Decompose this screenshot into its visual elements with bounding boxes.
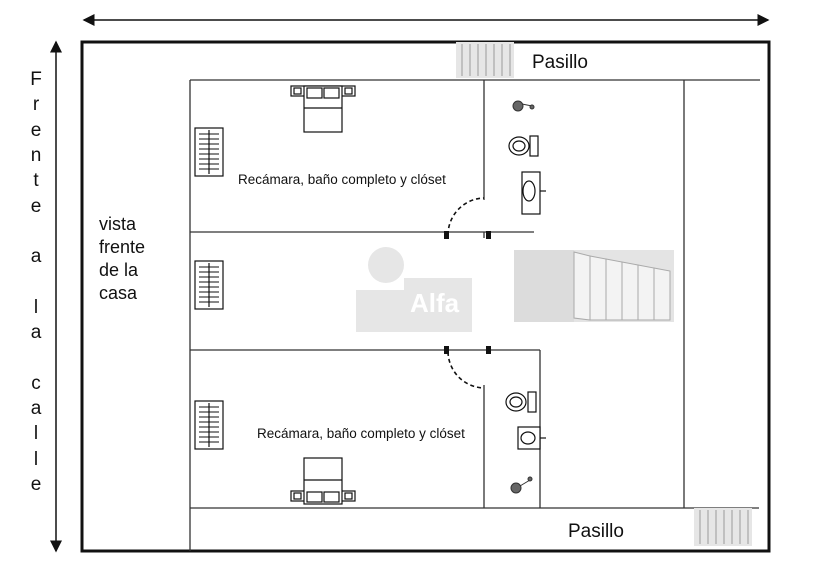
street-label-letter: l xyxy=(33,423,39,445)
front-view-label: vista frente de la casa xyxy=(99,213,145,305)
sink-bottom xyxy=(517,426,546,450)
front-view-line: de la xyxy=(99,260,139,280)
street-label-letter: a xyxy=(30,397,42,419)
watermark-logo xyxy=(356,247,472,332)
street-label-letter: F xyxy=(30,69,42,90)
stairs-top xyxy=(456,42,514,78)
front-view-line: vista xyxy=(99,214,137,234)
bed-top xyxy=(290,85,356,133)
bedroom-top-label: Recámara, baño completo y clóset xyxy=(238,172,446,187)
front-view-line: frente xyxy=(99,237,146,257)
watermark-text: Alfa xyxy=(410,288,460,318)
toilet-top xyxy=(508,135,539,157)
interior-walls xyxy=(189,79,760,551)
street-label-letter: a xyxy=(30,246,42,268)
bed-bottom xyxy=(290,457,356,505)
door-bottom xyxy=(444,346,491,389)
closet-bottom xyxy=(194,400,224,450)
street-label-letter: e xyxy=(30,195,42,217)
shower-head-top xyxy=(512,100,535,112)
bedroom-bottom-label: Recámara, baño completo y clóset xyxy=(257,426,465,441)
street-label-letter: e xyxy=(30,119,42,141)
street-label-letter: c xyxy=(31,372,41,394)
outer-wall xyxy=(80,40,771,553)
street-label-letter: l xyxy=(33,448,39,470)
stairs-middle xyxy=(514,250,674,322)
street-label-letter: t xyxy=(33,170,39,192)
sink-top xyxy=(521,171,546,215)
street-label-letter: l xyxy=(33,296,39,318)
toilet-bottom xyxy=(505,391,537,413)
street-label-letter: r xyxy=(32,94,40,116)
hallway-top-label: Pasillo xyxy=(532,52,588,73)
street-label-letter: e xyxy=(30,473,42,495)
street-label-letter: n xyxy=(30,144,42,166)
shower-head-bottom xyxy=(510,476,533,494)
front-view-line: casa xyxy=(99,283,138,303)
closet-middle xyxy=(194,260,224,310)
street-label-letter: a xyxy=(30,322,42,343)
stairs-bottom xyxy=(694,508,752,546)
closet-top xyxy=(194,127,224,177)
door-top xyxy=(444,197,491,239)
hallway-bottom-label: Pasillo xyxy=(568,521,624,542)
